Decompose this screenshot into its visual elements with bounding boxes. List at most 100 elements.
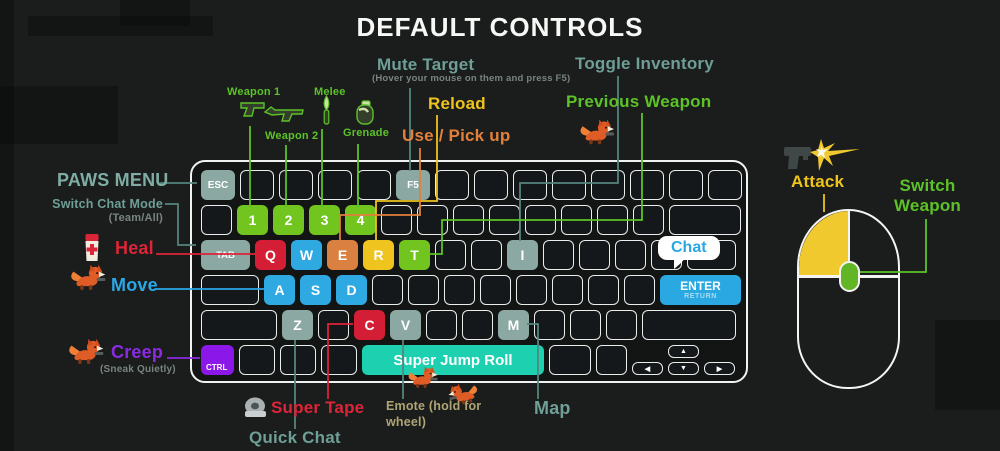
blank-key bbox=[318, 310, 349, 340]
paws-menu-label: PAWS MENU bbox=[57, 170, 169, 190]
fox-roll-icon bbox=[406, 365, 438, 388]
key-label: I bbox=[520, 247, 525, 263]
grenade-icon bbox=[354, 100, 376, 125]
move-label: Move bbox=[111, 275, 158, 295]
key-label: R bbox=[373, 247, 384, 263]
blank-key bbox=[552, 275, 583, 305]
blank-key bbox=[321, 345, 357, 375]
blank-key bbox=[596, 345, 627, 375]
mute-target-sub: (Hover your mouse on them and press F5) bbox=[372, 73, 571, 84]
blank-key bbox=[201, 275, 259, 305]
key-label: E bbox=[337, 247, 348, 263]
blank-key bbox=[240, 170, 274, 200]
blank-key bbox=[408, 275, 439, 305]
chat-bubble: Chat bbox=[658, 236, 720, 269]
super-tape-label: Super Tape bbox=[271, 398, 365, 417]
key-label: V bbox=[400, 317, 411, 333]
v-key: V bbox=[390, 310, 421, 340]
c-key: C bbox=[354, 310, 385, 340]
blank-key bbox=[669, 170, 703, 200]
creep-sub: (Sneak Quietly) bbox=[100, 364, 176, 375]
blank-key bbox=[513, 170, 547, 200]
blank-key bbox=[426, 310, 457, 340]
blank-key bbox=[318, 170, 352, 200]
super-jump-roll-key: Super Jump Roll bbox=[362, 345, 544, 375]
switch-weapon-label-2: Weapon bbox=[893, 196, 961, 215]
emote-label-2: wheel) bbox=[386, 415, 427, 429]
pistol-icon bbox=[240, 100, 265, 119]
attack-label: Attack bbox=[791, 172, 845, 191]
q-key: Q bbox=[255, 240, 286, 270]
quick-chat-label: Quick Chat bbox=[249, 428, 341, 447]
esc-key: ESC bbox=[201, 170, 235, 200]
blank-key bbox=[489, 205, 520, 235]
switch-chat-mode-sub: (Team/All) bbox=[108, 212, 163, 224]
health-drink-icon bbox=[83, 234, 101, 262]
page-title: DEFAULT CONTROLS bbox=[356, 12, 644, 42]
blank-key bbox=[549, 345, 591, 375]
blank-key bbox=[525, 205, 556, 235]
r-key: R bbox=[363, 240, 394, 270]
blank-key bbox=[381, 205, 412, 235]
arrow-right-key: ▶ bbox=[704, 362, 735, 375]
key-label: ENTER bbox=[680, 279, 721, 293]
t-key: T bbox=[399, 240, 430, 270]
blank-key bbox=[708, 170, 742, 200]
blank-key bbox=[669, 205, 741, 235]
blank-key bbox=[453, 205, 484, 235]
key-label: S bbox=[310, 282, 321, 298]
key-label: 1 bbox=[248, 212, 257, 228]
key-label: F5 bbox=[407, 179, 419, 191]
background-patch bbox=[120, 0, 190, 26]
background-patch bbox=[28, 16, 213, 36]
blank-key bbox=[239, 345, 275, 375]
1-key: 1 bbox=[237, 205, 268, 235]
background-patch bbox=[0, 86, 118, 144]
s-key: S bbox=[300, 275, 331, 305]
blank-key bbox=[435, 240, 466, 270]
arrow-down-key: ▼ bbox=[668, 362, 699, 375]
m-key: M bbox=[498, 310, 529, 340]
mouse bbox=[797, 209, 900, 389]
use-pickup-label: Use / Pick up bbox=[402, 126, 511, 145]
w-key: W bbox=[291, 240, 322, 270]
z-key: Z bbox=[282, 310, 313, 340]
blank-key bbox=[372, 275, 403, 305]
melee-label: Melee bbox=[314, 86, 346, 98]
arrow-left-key: ◀ bbox=[632, 362, 663, 375]
i-key: I bbox=[507, 240, 538, 270]
mute-target-label: Mute Target bbox=[377, 55, 475, 74]
reload-label: Reload bbox=[428, 94, 486, 113]
tape-icon bbox=[244, 397, 267, 418]
key-label: M bbox=[507, 317, 520, 333]
fox-roll2-icon bbox=[446, 377, 483, 407]
grenade-label: Grenade bbox=[343, 127, 390, 139]
blank-key bbox=[471, 240, 502, 270]
key-label: Z bbox=[293, 317, 302, 333]
fox-gun-icon bbox=[578, 117, 614, 145]
key-label: A bbox=[274, 282, 285, 298]
fox-sneak-icon bbox=[66, 337, 104, 364]
weapon2-label: Weapon 2 bbox=[265, 130, 319, 142]
blank-key bbox=[561, 205, 592, 235]
blank-key bbox=[201, 205, 232, 235]
blank-key bbox=[357, 170, 391, 200]
rifle-icon bbox=[264, 103, 304, 126]
muzzle-flash-gun-icon bbox=[783, 138, 861, 172]
blank-key bbox=[624, 275, 655, 305]
key-label: C bbox=[364, 317, 375, 333]
blank-key bbox=[444, 275, 475, 305]
blank-key bbox=[543, 240, 574, 270]
blank-key bbox=[279, 170, 313, 200]
key-label: 4 bbox=[356, 212, 365, 228]
3-key: 3 bbox=[309, 205, 340, 235]
2-key: 2 bbox=[273, 205, 304, 235]
toggle-inventory-label: Toggle Inventory bbox=[575, 54, 714, 73]
blank-key bbox=[280, 345, 316, 375]
e-key: E bbox=[327, 240, 358, 270]
blank-key bbox=[597, 205, 628, 235]
4-key: 4 bbox=[345, 205, 376, 235]
